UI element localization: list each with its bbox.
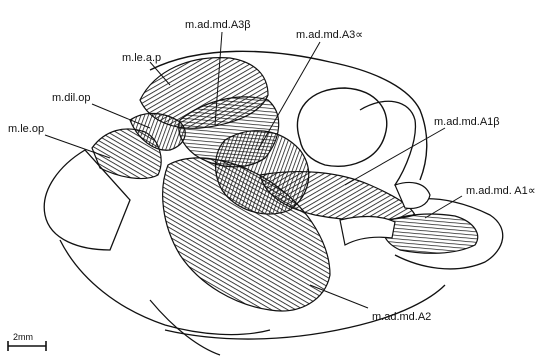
label-ad-md-a3-beta: m.ad.md.A3β [185, 19, 251, 31]
label-ad-md-a1-beta: m.ad.md.A1β [434, 116, 500, 128]
label-ad-md-a1-alpha: m.ad.md. A1∝ [466, 185, 536, 197]
orbit-outline [297, 88, 386, 166]
muscle-ad-md-a1-alpha [383, 214, 478, 253]
label-le-ap: m.le.a.p [122, 52, 161, 64]
interopercle-outline [150, 300, 220, 355]
label-le-op: m.le.op [8, 123, 44, 135]
label-ad-md-a2: m.ad.md.A2 [372, 311, 431, 323]
label-dil-op: m.dil.op [52, 92, 91, 104]
scale-bar-label: 2mm [13, 331, 33, 343]
label-ad-md-a3-alpha: m.ad.md.A3∝ [296, 29, 363, 41]
